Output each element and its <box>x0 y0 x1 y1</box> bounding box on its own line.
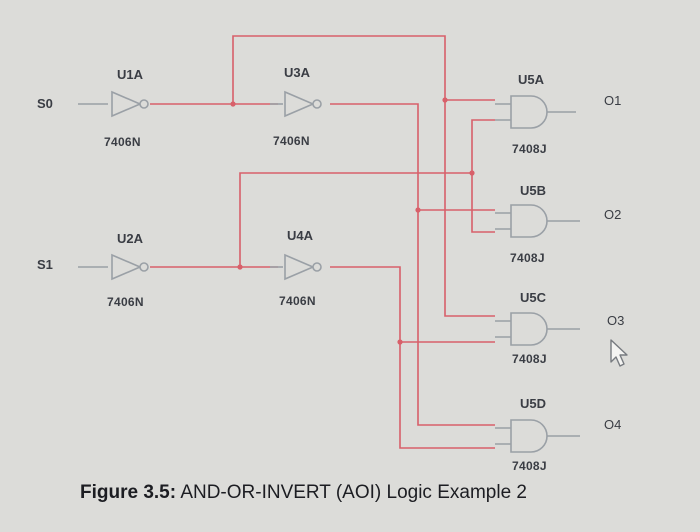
and-gate-u5d <box>495 419 580 453</box>
and-gate-body <box>510 95 548 129</box>
inverter-part-label: 7406N <box>104 135 141 149</box>
inverter-bubble <box>312 99 322 109</box>
and-gate-body <box>510 312 548 346</box>
and-gate-body <box>510 204 548 238</box>
inverter-bubble <box>139 262 149 272</box>
wire-u4a-out <box>330 266 495 449</box>
wire-u3a-out <box>330 103 495 426</box>
and-gate-body <box>510 419 548 453</box>
and-gate-u5c <box>495 312 580 346</box>
output-label-o3: O3 <box>607 313 625 328</box>
junction-dots <box>230 97 475 345</box>
junction-dot <box>237 264 243 270</box>
and-gate-part-label: 7408J <box>512 142 547 156</box>
inverter-u1a <box>111 90 149 118</box>
and-gate-part-label: 7408J <box>512 352 547 366</box>
figure-number: Figure 3.5: <box>80 482 177 503</box>
output-label-o1: O1 <box>604 93 622 108</box>
inverter-triangle <box>111 253 143 281</box>
and-gate-ref-label: U5C <box>520 290 547 305</box>
wire-network <box>150 35 495 449</box>
inverter-part-label: 7406N <box>279 294 316 308</box>
inverter-u2a <box>111 253 149 281</box>
and-gate-part-label: 7408J <box>512 459 547 473</box>
figure-caption: Figure 3.5: AND-OR-INVERT (AOI) Logic Ex… <box>80 482 527 504</box>
wire-s1-to-u5c <box>471 173 495 233</box>
and-gate-part-label: 7408J <box>510 251 545 265</box>
output-label-o4: O4 <box>604 417 622 432</box>
input-label-s0: S0 <box>37 96 53 111</box>
inverter-triangle <box>111 90 143 118</box>
inverter-bubble <box>139 99 149 109</box>
and-gate-ref-label: U5B <box>520 183 547 198</box>
junction-dot <box>469 170 475 176</box>
mouse-cursor-icon <box>610 339 628 367</box>
inverter-part-label: 7406N <box>107 295 144 309</box>
and-gate-ref-label: U5A <box>518 72 545 87</box>
inverter-triangle <box>284 90 316 118</box>
inverter-ref-label: U3A <box>284 65 311 80</box>
inverter-triangle <box>284 253 316 281</box>
wire-top-loop <box>232 35 495 317</box>
inverter-u3a <box>270 90 322 118</box>
input-label-s1: S1 <box>37 257 53 272</box>
junction-dot <box>230 101 236 107</box>
inverter-bubble <box>312 262 322 272</box>
figure-title: AND-OR-INVERT (AOI) Logic Example 2 <box>180 482 527 503</box>
output-label-o2: O2 <box>604 207 622 222</box>
and-gate-ref-label: U5D <box>520 396 547 411</box>
inverter-part-label: 7406N <box>273 134 310 148</box>
inverter-ref-label: U1A <box>117 67 144 82</box>
junction-dot <box>397 339 403 345</box>
and-gate-u5a <box>495 95 576 129</box>
junction-dot <box>442 97 448 103</box>
inverter-u4a <box>270 253 322 281</box>
inverter-ref-label: U2A <box>117 231 144 246</box>
inverter-ref-label: U4A <box>287 228 314 243</box>
and-gate-u5b <box>495 204 580 238</box>
junction-dot <box>415 207 421 213</box>
